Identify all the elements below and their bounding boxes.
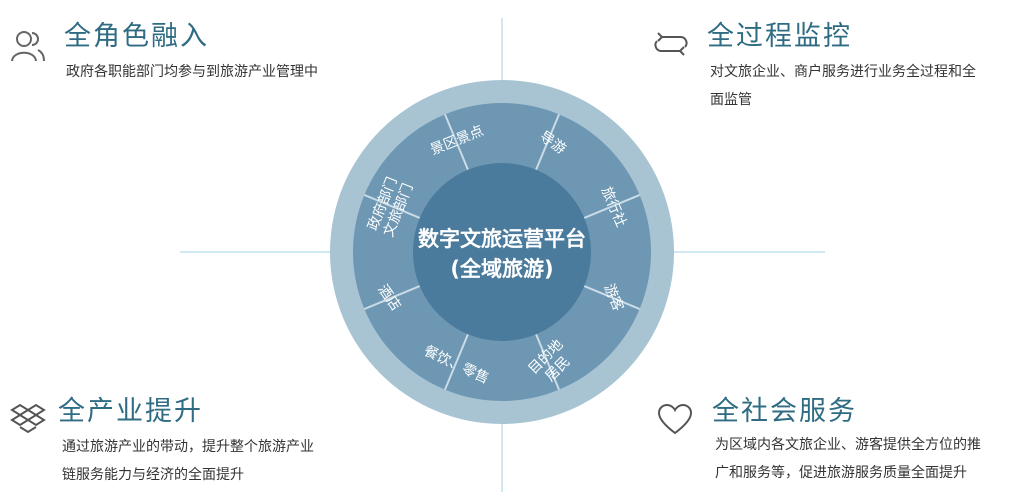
corner-title-top-left: 全角色融入 (64, 21, 209, 52)
refresh-cycle-icon (651, 32, 691, 60)
desc-line: 链服务能力与经济的全面提升 (62, 467, 244, 483)
segment-divider (363, 194, 421, 219)
segment-divider (583, 194, 641, 219)
desc-line: 为区域内各文旅企业、游客提供全方位的推 (715, 437, 981, 453)
users-icon (10, 28, 46, 68)
corner-title-top-right: 全过程监控 (707, 21, 852, 52)
segment-divider (444, 333, 469, 391)
inner-circle (413, 163, 591, 341)
dropbox-boxes-icon (10, 403, 46, 439)
corner-desc-top-left: 政府各职能部门均参与到旅游产业管理中 (66, 58, 318, 86)
corner-desc-bottom-right: 为区域内各文旅企业、游客提供全方位的推 广和服务等，促进旅游服务质量全面提升 (715, 431, 981, 487)
corner-desc-top-right: 对文旅企业、商户服务进行业务全过程和全 面监管 (710, 58, 976, 114)
desc-line: 政府各职能部门均参与到旅游产业管理中 (66, 64, 318, 80)
desc-line: 广和服务等，促进旅游服务质量全面提升 (715, 465, 967, 481)
desc-line: 对文旅企业、商户服务进行业务全过程和全 (710, 64, 976, 80)
segment-divider (535, 333, 560, 391)
corner-desc-bottom-left: 通过旅游产业的带动，提升整个旅游产业 链服务能力与经济的全面提升 (62, 433, 314, 489)
segment-divider (583, 285, 641, 310)
corner-title-bottom-right: 全社会服务 (712, 396, 857, 427)
center-subtitle: (全域旅游) (450, 257, 553, 281)
corner-title-bottom-left: 全产业提升 (58, 396, 203, 427)
heart-icon (657, 403, 693, 440)
desc-line: 通过旅游产业的带动，提升整个旅游产业 (62, 439, 314, 455)
segment-divider (535, 113, 560, 171)
segment-divider (444, 113, 469, 171)
segment-divider (363, 285, 421, 310)
center-title: 数字文旅运营平台 (418, 227, 586, 251)
desc-line: 面监管 (710, 92, 752, 108)
